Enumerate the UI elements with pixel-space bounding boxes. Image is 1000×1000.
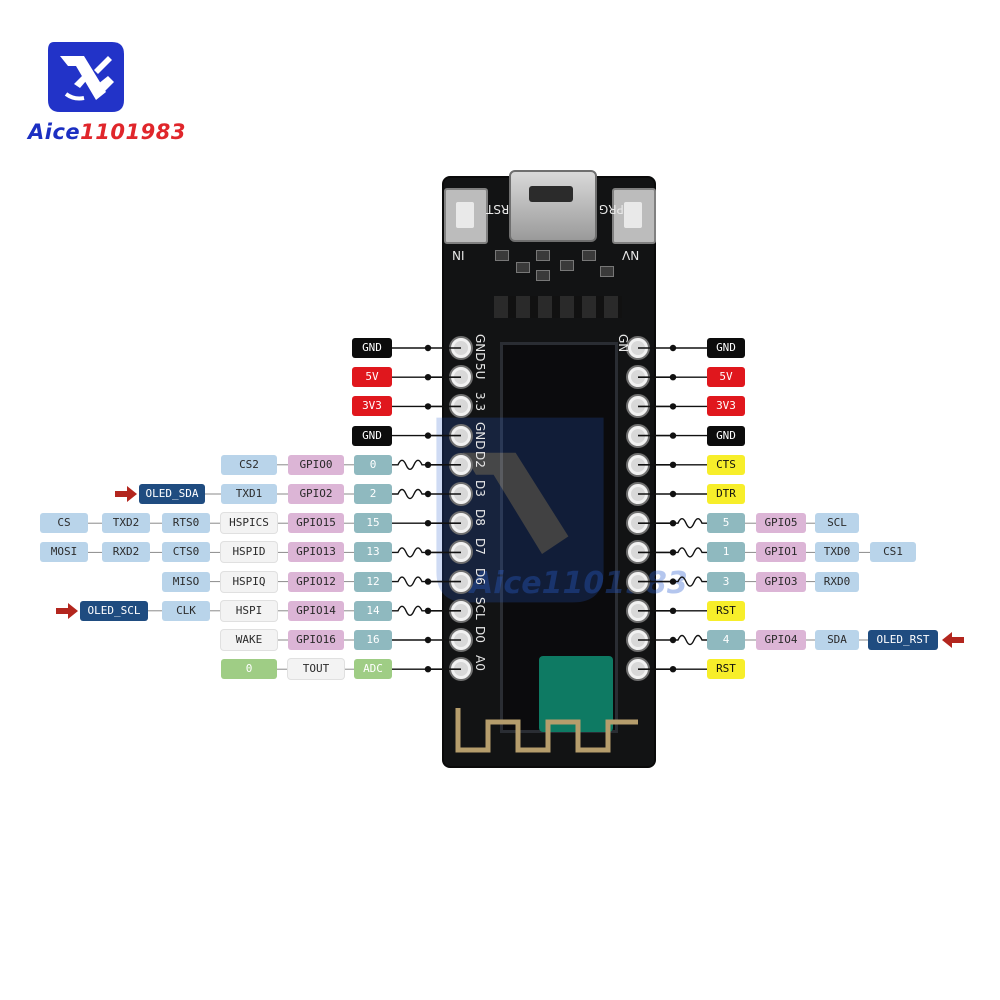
jumper-connector-line (392, 547, 428, 558)
smd-component (516, 262, 530, 273)
left-pin-label: CLK (162, 600, 210, 621)
left-pin-label: TXD1 (221, 484, 277, 504)
right-pin-label: DTR (707, 484, 745, 504)
right-pin-label: GPIO1 (756, 542, 806, 563)
jumper-connector-line (673, 634, 707, 646)
left-pin-label: GND (352, 338, 392, 358)
left-pin-label: GPIO16 (288, 630, 344, 650)
left-pin-label: 14 (354, 600, 392, 621)
brand-logo: Aice1101983 (28, 36, 188, 146)
left-pin-label: CTS0 (162, 542, 210, 563)
left-pin-label: HSPICS (221, 513, 277, 534)
left-pin-label: GPIO14 (288, 600, 344, 621)
smd-component (582, 250, 596, 261)
right-pin-label: GND (707, 338, 745, 358)
right-pin-label: 5 (707, 513, 745, 534)
right-pin-label: RST (707, 659, 745, 680)
left-pin-label: HSPIQ (221, 571, 277, 592)
right-pin-label: GPIO4 (756, 630, 806, 650)
left-pin-label: 0 (354, 454, 392, 475)
left-pin-label: 13 (354, 542, 392, 563)
right-pin-label: 5V (707, 367, 745, 388)
left-pin-label: TOUT (288, 659, 344, 680)
micro-usb-port (509, 170, 597, 242)
left-pin-label: GPIO15 (288, 513, 344, 534)
right-pin-label: 3V3 (707, 396, 745, 417)
left-pin-label: GPIO12 (288, 571, 344, 592)
right-pin-label: GND (707, 425, 745, 446)
right-pin-label: CTS (707, 454, 745, 475)
left-pin-label: TXD2 (102, 513, 150, 534)
right-pin-label: GPIO5 (756, 513, 806, 534)
jumper-connector-line (673, 518, 707, 529)
oled-ribbon (539, 656, 613, 732)
arrow-marker-icon (56, 602, 78, 619)
left-pin-label: MISO (162, 571, 210, 592)
jumper-connector-line (392, 459, 428, 470)
left-pin-label: 0 (221, 659, 277, 680)
left-pin-label: GPIO2 (288, 484, 344, 504)
left-pin-label: 5V (352, 367, 392, 388)
left-pin-label: 15 (354, 513, 392, 534)
right-pin-label: 4 (707, 630, 745, 650)
jumper-connector-line (392, 576, 428, 587)
left-pin-label: WAKE (221, 630, 277, 650)
jumper-connector-line (673, 576, 707, 587)
header-pin-row (494, 296, 622, 318)
left-pin-label: 2 (354, 484, 392, 504)
left-pin-label: CS2 (221, 454, 277, 475)
jumper-connector-line (392, 488, 428, 500)
arrow-marker-icon (115, 486, 137, 502)
smd-component (600, 266, 614, 277)
right-pin-label: CS1 (870, 542, 916, 563)
smd-component (495, 250, 509, 261)
brand-logo-text: Aice1101983 (28, 120, 186, 144)
watermark-text: Aice1101983 (470, 566, 688, 601)
jumper-connector-line (673, 547, 707, 558)
left-pin-label: HSPI (221, 600, 277, 621)
pcb-antenna (455, 708, 638, 753)
right-pin-label: RXD0 (815, 571, 859, 592)
right-pin-label: 1 (707, 542, 745, 563)
left-pin-label: MOSI (40, 542, 88, 563)
right-pin-label: TXD0 (815, 542, 859, 563)
left-pin-label: OLED_SDA (139, 484, 205, 504)
smd-component (536, 270, 550, 281)
left-pin-label: CS (40, 513, 88, 534)
right-pin-label: GPIO3 (756, 571, 806, 592)
left-pin-label: 3V3 (352, 396, 392, 417)
left-pin-label: OLED_SCL (80, 600, 148, 621)
right-pin-label: OLED_RST (868, 630, 938, 650)
right-pin-label: SDA (815, 630, 859, 650)
left-pin-label: 16 (354, 630, 392, 650)
left-pin-label: GPIO0 (288, 454, 344, 475)
left-pin-label: ADC (354, 659, 392, 680)
program-button[interactable] (612, 188, 656, 244)
smd-component (536, 250, 550, 261)
watermark-logo-icon (436, 417, 604, 603)
right-pin-label: SCL (815, 513, 859, 534)
reset-button[interactable] (444, 188, 488, 244)
right-pin-label: RST (707, 600, 745, 621)
left-pin-label: GPIO13 (288, 542, 344, 563)
left-pin-label: RXD2 (102, 542, 150, 563)
brand-logo-icon (48, 42, 124, 112)
left-pin-label: HSPID (221, 542, 277, 563)
left-pin-label: GND (352, 425, 392, 446)
right-pin-label: 3 (707, 571, 745, 592)
arrow-marker-icon (942, 632, 964, 648)
jumper-connector-line (392, 605, 428, 616)
left-pin-label: 12 (354, 571, 392, 592)
smd-component (560, 260, 574, 271)
left-pin-label: RTS0 (162, 513, 210, 534)
